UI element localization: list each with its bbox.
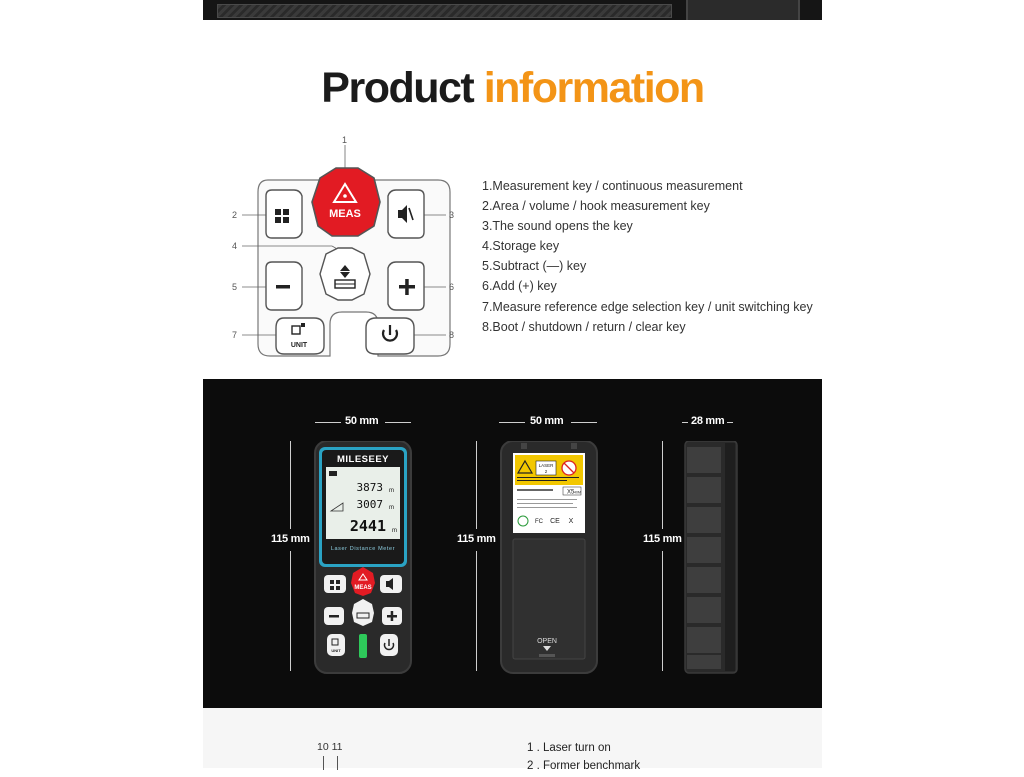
lcd-unit-1: m [389,488,394,494]
svg-text:X: X [569,518,574,525]
device-edge-texture [217,4,672,18]
next-section-preview: 10 11 1 . Laser turn on 2 . Former bench… [203,708,822,772]
front-width-line-right [385,422,411,423]
svg-text:CE: CE [550,518,560,525]
top-product-image-strip [203,0,822,20]
back-width-line-right [571,422,597,423]
reference-edge-icon [291,325,301,335]
unit-key-label: UNIT [291,342,308,349]
key-item-7: 7.Measure reference edge selection key /… [482,299,813,314]
feature-item-1: 1 . Laser turn on [527,742,611,754]
power-key[interactable] [365,317,415,355]
key-item-8: 8.Boot / shutdown / return / clear key [482,319,686,334]
side-height-label: 115 mm [643,533,682,545]
lcd-reading-1: 3873 [357,481,384,494]
side-width-label: 28 mm [691,415,725,427]
front-width-line-left [315,422,341,423]
front-level-bubble [359,634,367,658]
side-height-line-bottom [662,551,663,671]
callout-7: 7 [232,330,238,340]
key-item-6: 6.Add (+) key [482,279,557,294]
next-diagram-callouts: 10 11 [317,741,343,753]
area-volume-key[interactable] [265,189,303,239]
speaker-icon [398,205,407,223]
sound-key[interactable] [387,189,425,239]
callout-tick-10 [323,756,324,770]
callout-8: 8 [449,330,455,340]
lcd-unit-3: m [392,528,397,534]
lcd-reading-2: 3007 [357,498,384,511]
front-width-label: 50 mm [345,415,379,427]
subtract-key[interactable] [265,261,303,311]
side-height-line-top [662,441,663,529]
power-icon [381,329,399,342]
back-laser-class: 2 [545,469,548,474]
svg-text:FC: FC [535,519,544,525]
heading-word-product: Product [321,64,474,112]
meas-key-label: MEAS [329,208,361,220]
front-meas-label: MEAS [354,585,371,591]
heading-word-information: information [483,64,705,112]
device-fragment [686,0,800,20]
side-width-line-right [727,422,733,423]
keypad-diagram: MEAS UN [228,132,464,368]
key-item-2: 2.Area / volume / hook measurement key [482,199,710,214]
device-brand: MILESEEY [337,454,389,465]
front-area-key [324,575,346,593]
callout-1: 1 [342,135,348,145]
key-item-3: 3.The sound opens the key [482,219,633,234]
unit-key[interactable]: UNIT [275,317,325,355]
back-model: X5 [567,490,575,496]
add-key[interactable] [387,261,425,311]
callout-4: 4 [232,241,238,251]
device-caption: Laser Distance Meter [331,546,395,552]
device-front-view: MILESEEY 3873 3007 2441 m m m Laser Dist… [314,441,412,674]
front-height-line-top [290,441,291,529]
lcd-unit-2: m [389,505,394,511]
callout-3: 3 [449,210,455,220]
key-description-list: 1.Measurement key / continuous measureme… [482,176,822,337]
back-width-label: 50 mm [530,415,564,427]
key-item-1: 1.Measurement key / continuous measureme… [482,179,743,193]
key-item-4: 4.Storage key [482,239,560,254]
feature-item-2: 2 . Former benchmark [527,760,641,772]
device-lcd [326,467,400,539]
callout-6: 6 [449,282,455,292]
storage-icon [340,265,350,271]
callout-tick-11 [337,756,338,770]
front-height-line-bottom [290,551,291,671]
callout-2: 2 [232,210,238,220]
back-height-label: 115 mm [457,533,496,545]
device-side-view [684,441,738,674]
dimensions-panel: 50 mm 50 mm 28 mm 115 mm 115 mm 115 mm M… [203,379,822,708]
section-heading: Product information [203,62,822,114]
keypad-illustration: MEAS UN [242,145,451,357]
back-width-line-left [499,422,525,423]
measure-key[interactable]: MEAS [311,167,381,237]
device-back-view: LASER 2 X5 40M FC CE X OPEN [500,441,598,674]
minus-icon [276,285,290,289]
laser-warning-icon [332,182,358,203]
next-feature-list: 1 . Laser turn on 2 . Former benchmark [527,741,640,777]
battery-cover-open-label: OPEN [537,638,557,645]
storage-key[interactable] [319,247,371,301]
side-width-line-left [682,422,688,423]
back-laser-label: LASER [539,463,555,468]
callout-5: 5 [232,282,238,292]
back-height-line-top [476,441,477,529]
back-model-range: 40M [574,491,581,495]
lcd-main-reading: 2441 [350,517,386,535]
front-unit-label: UNIT [331,648,341,653]
key-item-5: 5.Subtract (—) key [482,259,587,274]
battery-cover [512,538,586,660]
back-height-line-bottom [476,551,477,671]
front-meas-key [351,567,375,596]
front-height-label: 115 mm [271,533,310,545]
